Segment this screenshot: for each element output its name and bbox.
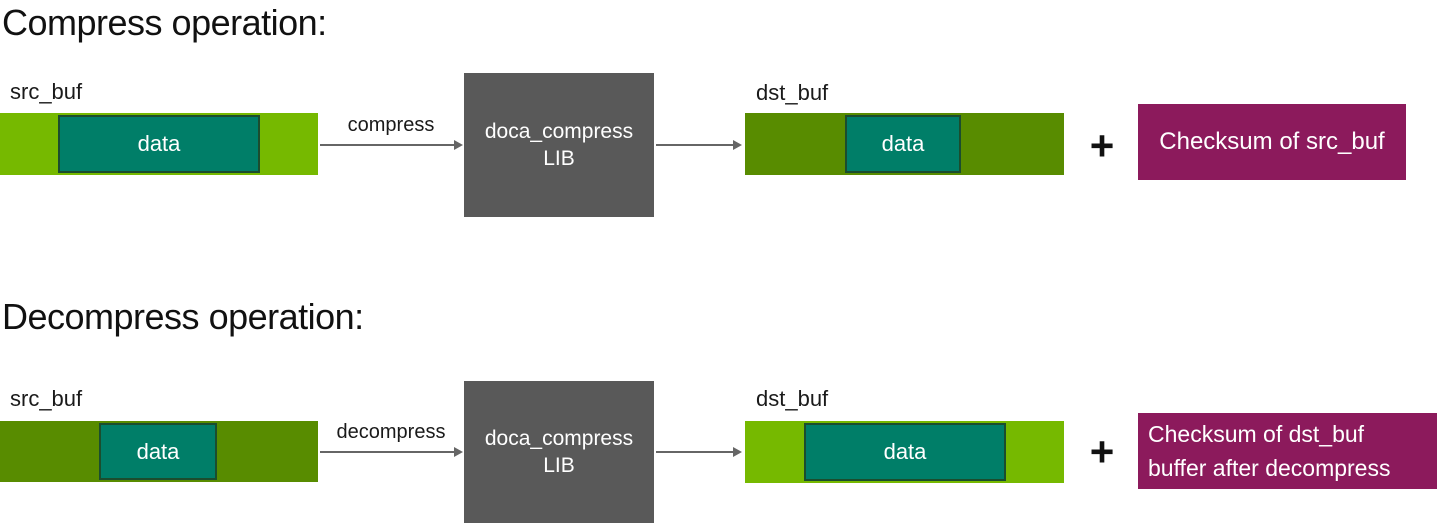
decompress-input-arrow: [320, 451, 455, 453]
decompress-src-data-label: data: [136, 438, 180, 464]
compress-output-arrow: [656, 144, 734, 146]
decompress-plus-sign: +: [1089, 428, 1115, 475]
compress-checksum-label: Checksum of src_buf: [1159, 128, 1385, 155]
decompress-dst-data-label: data: [883, 439, 927, 464]
decompress-input-arrow-head-icon: [454, 447, 463, 457]
compress-section-title: Compress operation:: [2, 2, 327, 43]
compress-dst-data-label: data: [881, 131, 925, 156]
decompress-src-buf-label: src_buf: [10, 386, 83, 411]
decompress-section-title: Decompress operation:: [2, 296, 364, 337]
compress-arrow-label: compress: [347, 114, 435, 136]
decompress-doca-lib-line1: doca_compress: [484, 427, 634, 450]
compress-doca-lib-box: doca_compress LIB: [464, 73, 654, 217]
decompress-dst-data-segment: data: [804, 423, 1006, 481]
decompress-dst-buf-label: dst_buf: [756, 386, 829, 411]
compress-dst-buf-label: dst_buf: [756, 80, 829, 105]
decompress-checksum-label-line2: buffer after decompress: [1148, 455, 1391, 481]
decompress-doca-lib-line2: LIB: [543, 454, 575, 477]
compress-plus-sign: +: [1089, 122, 1115, 169]
compress-input-arrow: [320, 144, 455, 146]
decompress-src-data-segment: data: [99, 423, 217, 480]
compress-dst-data-segment: data: [845, 115, 961, 173]
compress-src-data-segment: data: [58, 115, 260, 173]
compress-checksum-box: Checksum of src_buf: [1138, 104, 1406, 180]
compress-src-data-label: data: [137, 131, 181, 156]
compress-doca-lib-line1: doca_compress: [484, 120, 634, 143]
decompress-output-arrow: [656, 451, 734, 453]
decompress-arrow-label: decompress: [336, 421, 446, 443]
compress-output-arrow-head-icon: [733, 140, 742, 150]
compress-input-arrow-head-icon: [454, 140, 463, 150]
decompress-checksum-label-line1: Checksum of dst_buf: [1148, 421, 1365, 447]
decompress-doca-lib-box: doca_compress LIB: [464, 381, 654, 523]
compress-doca-lib-line2: LIB: [543, 147, 575, 170]
compress-src-buf-label: src_buf: [10, 79, 83, 104]
decompress-output-arrow-head-icon: [733, 447, 742, 457]
decompress-checksum-box: Checksum of dst_buf buffer after decompr…: [1138, 413, 1437, 489]
